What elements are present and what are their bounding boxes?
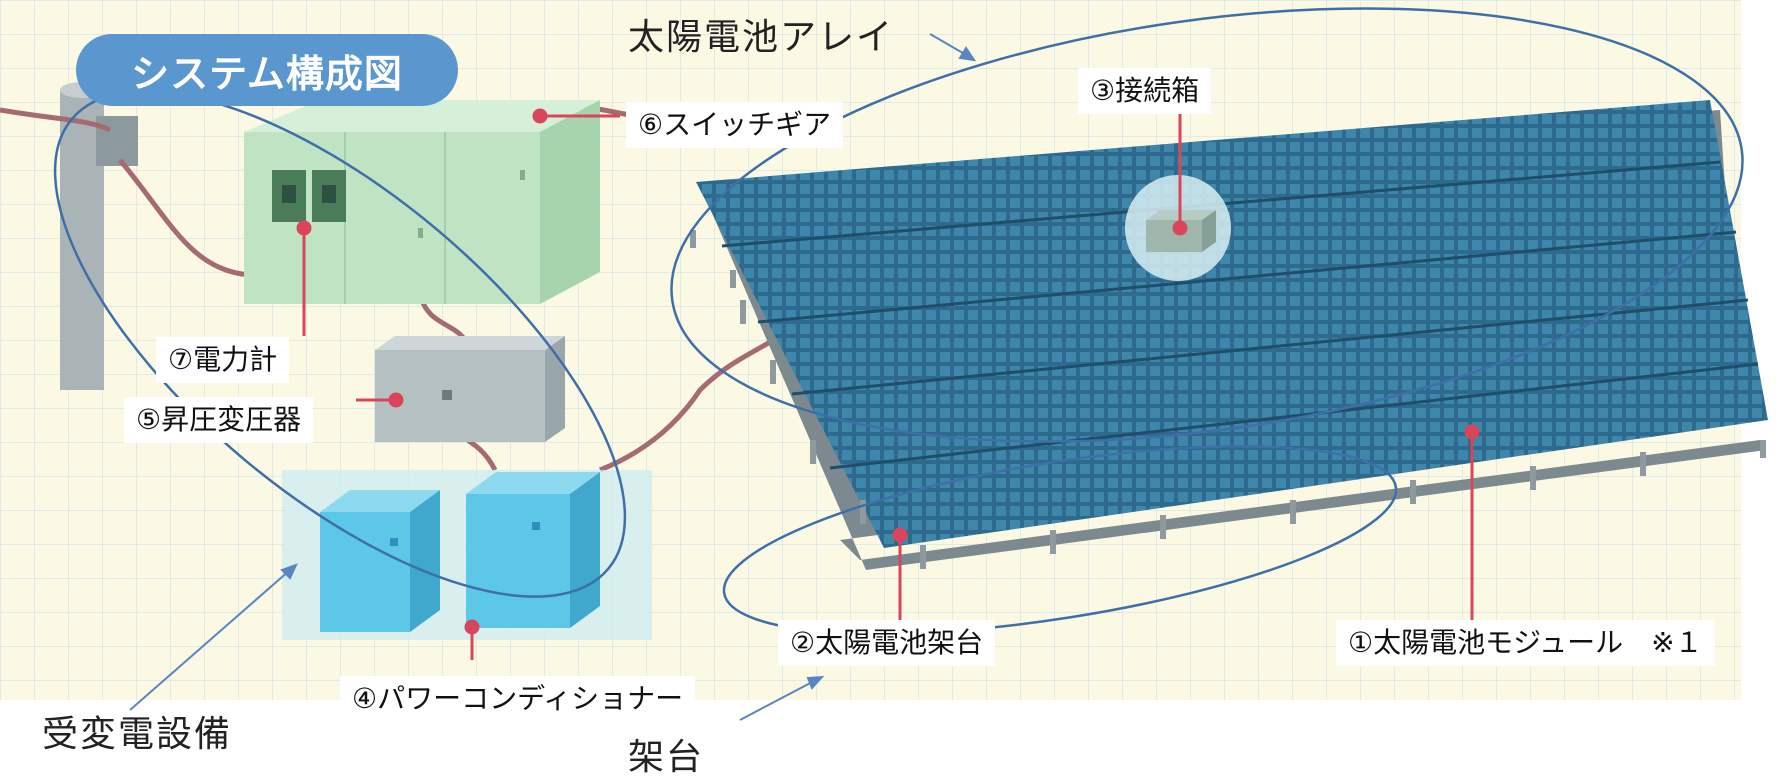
array-group-label: 太陽電池アレイ <box>628 17 895 58</box>
power-conditioner-units <box>282 470 652 640</box>
transformer-box <box>375 336 565 442</box>
mount-group-label: 架台 <box>628 737 705 778</box>
wattmeter-label: ⑦電力計 <box>156 337 290 383</box>
transformer-label: ⑤昇圧変圧器 <box>124 397 314 443</box>
module-label: ①太陽電池モジュール ※１ <box>1336 620 1715 666</box>
substation-ellipse <box>53 90 627 598</box>
rack-label: ②太陽電池架台 <box>778 620 996 666</box>
solar-panel-array <box>690 100 1768 570</box>
diagram-title: システム構成図 <box>76 34 458 106</box>
switchgear-cabinets <box>244 100 600 304</box>
power-conditioner-label: ④パワーコンディショナー <box>340 676 696 722</box>
junction-box-label: ③接続箱 <box>1078 68 1212 114</box>
array-ellipse <box>670 7 1744 443</box>
mount-ellipse <box>722 445 1398 635</box>
substation-group-label: 受変電設備 <box>42 714 233 755</box>
switchgear-label: ⑥スイッチギア <box>626 102 844 148</box>
